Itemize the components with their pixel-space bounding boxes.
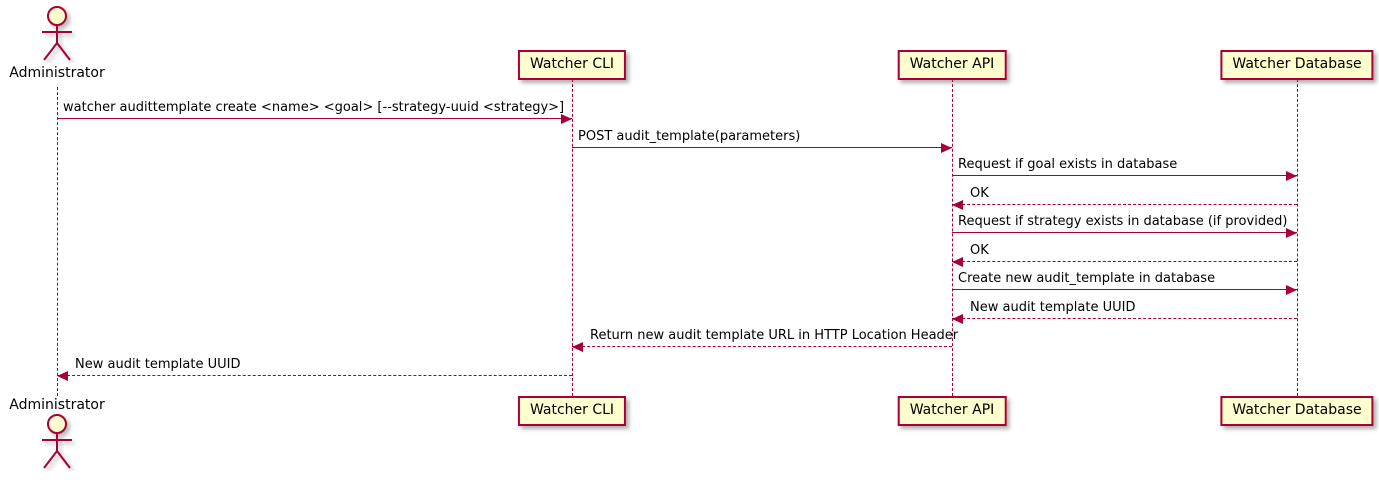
message-line xyxy=(572,346,952,347)
message-line xyxy=(952,204,1297,205)
message-label: OK xyxy=(970,243,989,258)
message-arrowhead xyxy=(561,114,572,124)
participant-watcher-cli-bottom: Watcher CLI xyxy=(517,396,627,426)
message-label: watcher audittemplate create <name> <goa… xyxy=(63,100,565,115)
message-label: Return new audit template URL in HTTP Lo… xyxy=(590,328,959,343)
lifeline-watcher-db xyxy=(1297,79,1298,396)
lifeline-administrator xyxy=(57,87,58,396)
message-label: Request if strategy exists in database (… xyxy=(958,214,1288,229)
message-arrowhead xyxy=(952,314,963,324)
actor-icon xyxy=(42,6,72,61)
message-label: Create new audit_template in database xyxy=(958,271,1216,286)
actor-administrator-bottom xyxy=(37,413,77,475)
actor-label-administrator-top: Administrator xyxy=(9,65,105,81)
message-arrowhead xyxy=(941,143,952,153)
message-line xyxy=(57,375,572,376)
actor-administrator-top xyxy=(37,5,77,67)
message-line xyxy=(572,147,952,148)
message-label: POST audit_template(parameters) xyxy=(578,129,801,144)
actor-icon xyxy=(42,414,72,469)
participant-watcher-db-top: Watcher Database xyxy=(1220,50,1374,80)
participant-watcher-db-bottom: Watcher Database xyxy=(1220,396,1374,426)
message-label: Request if goal exists in database xyxy=(958,157,1178,172)
message-label: New audit template UUID xyxy=(75,357,241,372)
lifeline-watcher-api xyxy=(952,79,953,396)
message-arrowhead xyxy=(1286,228,1297,238)
participant-watcher-api-bottom: Watcher API xyxy=(897,396,1007,426)
message-arrowhead xyxy=(1286,285,1297,295)
actor-label-administrator-bottom: Administrator xyxy=(9,397,105,413)
message-line xyxy=(57,118,572,119)
message-arrowhead xyxy=(952,257,963,267)
message-line xyxy=(952,289,1297,290)
message-arrowhead xyxy=(952,200,963,210)
message-line xyxy=(952,261,1297,262)
message-line xyxy=(952,232,1297,233)
lifeline-watcher-cli xyxy=(572,79,573,396)
message-arrowhead xyxy=(57,371,68,381)
message-arrowhead xyxy=(1286,171,1297,181)
message-label: New audit template UUID xyxy=(970,300,1136,315)
message-line xyxy=(952,175,1297,176)
message-arrowhead xyxy=(572,342,583,352)
message-line xyxy=(952,318,1297,319)
participant-watcher-cli-top: Watcher CLI xyxy=(517,50,627,80)
participant-watcher-api-top: Watcher API xyxy=(897,50,1007,80)
message-label: OK xyxy=(970,186,989,201)
